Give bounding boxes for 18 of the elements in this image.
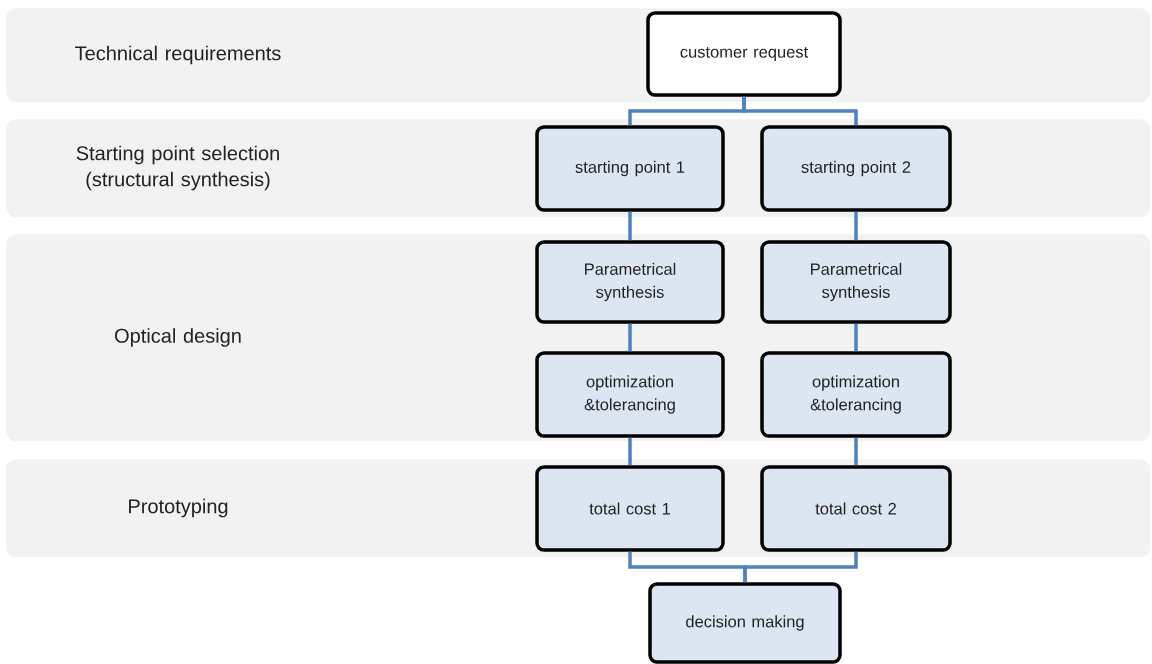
connector-line xyxy=(742,96,858,126)
process-box: Parametrical synthesis xyxy=(535,240,725,324)
connector-line xyxy=(854,323,858,352)
process-box: Parametrical synthesis xyxy=(760,240,952,324)
process-box: starting point 1 xyxy=(535,125,725,212)
process-box: customer request xyxy=(646,11,842,97)
connector-line xyxy=(854,211,858,241)
process-box: decision making xyxy=(648,582,842,664)
connector-line xyxy=(854,437,858,466)
connector-line xyxy=(628,211,632,241)
process-box: total cost 2 xyxy=(760,465,952,552)
process-box: optimization &tolerancing xyxy=(760,351,952,438)
process-box: optimization &tolerancing xyxy=(535,351,725,438)
connector-line xyxy=(628,437,632,466)
process-box: total cost 1 xyxy=(535,465,725,552)
process-box: starting point 2 xyxy=(760,125,952,212)
connector-line xyxy=(743,551,858,583)
connector-line xyxy=(628,323,632,352)
